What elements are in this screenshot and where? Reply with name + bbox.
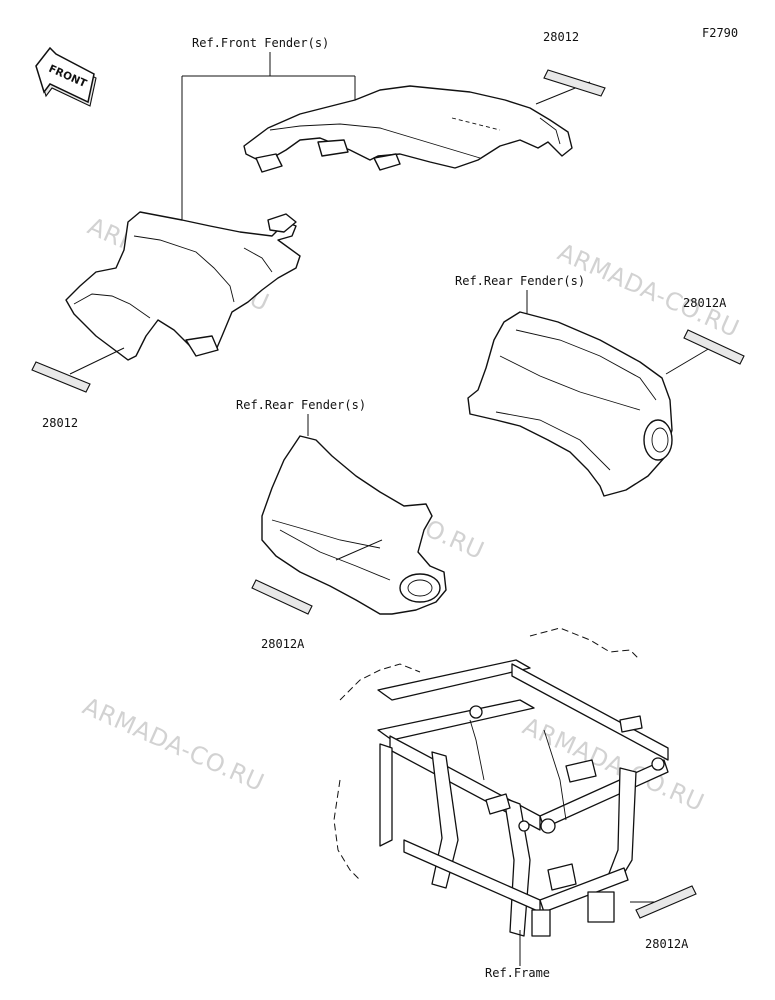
front-fender-left xyxy=(65,211,301,361)
ref-front-fender-label: Ref.Front Fender(s) xyxy=(192,36,330,50)
label-decal-rear-left xyxy=(251,579,313,615)
part-number-label[interactable]: 28012 xyxy=(543,30,580,44)
rear-fender-left xyxy=(261,435,447,615)
leader-line xyxy=(335,539,383,561)
ref-rear-fender-label: Ref.Rear Fender(s) xyxy=(236,398,367,412)
front-fender-right xyxy=(243,85,573,173)
label-decal-frame xyxy=(635,885,697,919)
front-arrow-icon: FRONT xyxy=(35,46,97,107)
ref-frame-label: Ref.Frame xyxy=(485,966,551,980)
leader-line xyxy=(665,347,711,375)
label-decal-front-left xyxy=(31,361,91,393)
rear-fender-right xyxy=(467,311,673,497)
figure-code: F2790 xyxy=(702,26,739,40)
label-decal-front-top xyxy=(543,69,606,97)
part-number-label[interactable]: 28012A xyxy=(683,296,727,310)
vehicle-frame xyxy=(333,627,669,937)
part-number-label[interactable]: 28012 xyxy=(42,416,79,430)
part-number-label[interactable]: 28012A xyxy=(261,637,305,651)
part-number-label[interactable]: 28012A xyxy=(645,937,689,951)
front-fender-leader xyxy=(181,52,356,220)
leader-line xyxy=(69,347,125,375)
ref-rear-fender-label: Ref.Rear Fender(s) xyxy=(455,274,586,288)
label-decal-rear-right xyxy=(683,329,745,365)
